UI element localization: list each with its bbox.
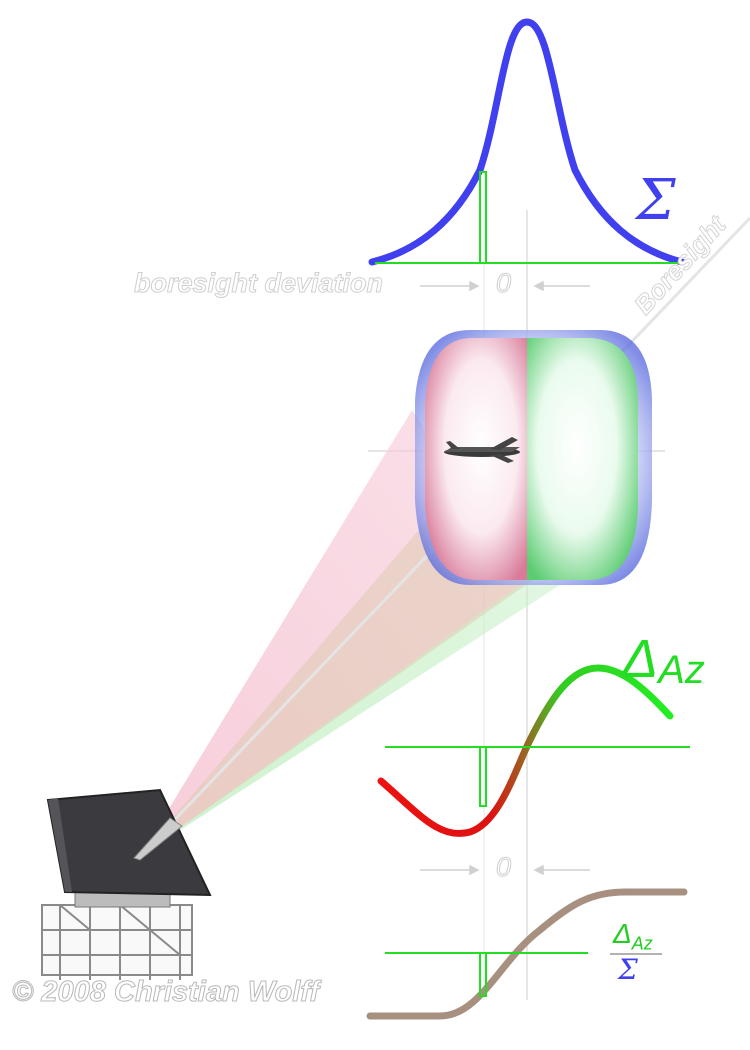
- delta-az-label: ΔAz: [622, 628, 705, 693]
- delta-subscript: Az: [658, 648, 705, 692]
- ratio-numerator-symbol: Δ: [613, 918, 632, 949]
- sum-marker: [375, 171, 682, 264]
- radar-antenna-icon: [41, 788, 212, 980]
- copyright-notice: © 2008 Christian Wolff: [11, 976, 320, 1009]
- beam-cone-right: [140, 580, 560, 856]
- delta-curve: [377, 664, 674, 837]
- right-lobe: [527, 338, 638, 580]
- zero-label-bottom: 0: [495, 852, 512, 883]
- zero-label-top: 0: [495, 268, 512, 299]
- sum-curve: [368, 18, 686, 266]
- ratio-numerator: ΔAz: [613, 918, 653, 955]
- airplane-icon: [444, 437, 520, 463]
- deviation-arrows-top: [420, 280, 590, 292]
- deviation-arrows-bottom: [420, 864, 590, 876]
- boresight-deviation-label: boresight deviation: [133, 268, 384, 299]
- left-lobe: [425, 338, 527, 580]
- sum-symbol: Σ: [636, 168, 676, 233]
- ratio-curve: [366, 888, 688, 1020]
- ratio-denominator: Σ: [618, 953, 638, 986]
- ratio-numerator-subscript: Az: [631, 933, 653, 954]
- ratio-marker: [385, 952, 588, 997]
- delta-symbol: Δ: [622, 629, 659, 689]
- delta-marker: [385, 746, 690, 807]
